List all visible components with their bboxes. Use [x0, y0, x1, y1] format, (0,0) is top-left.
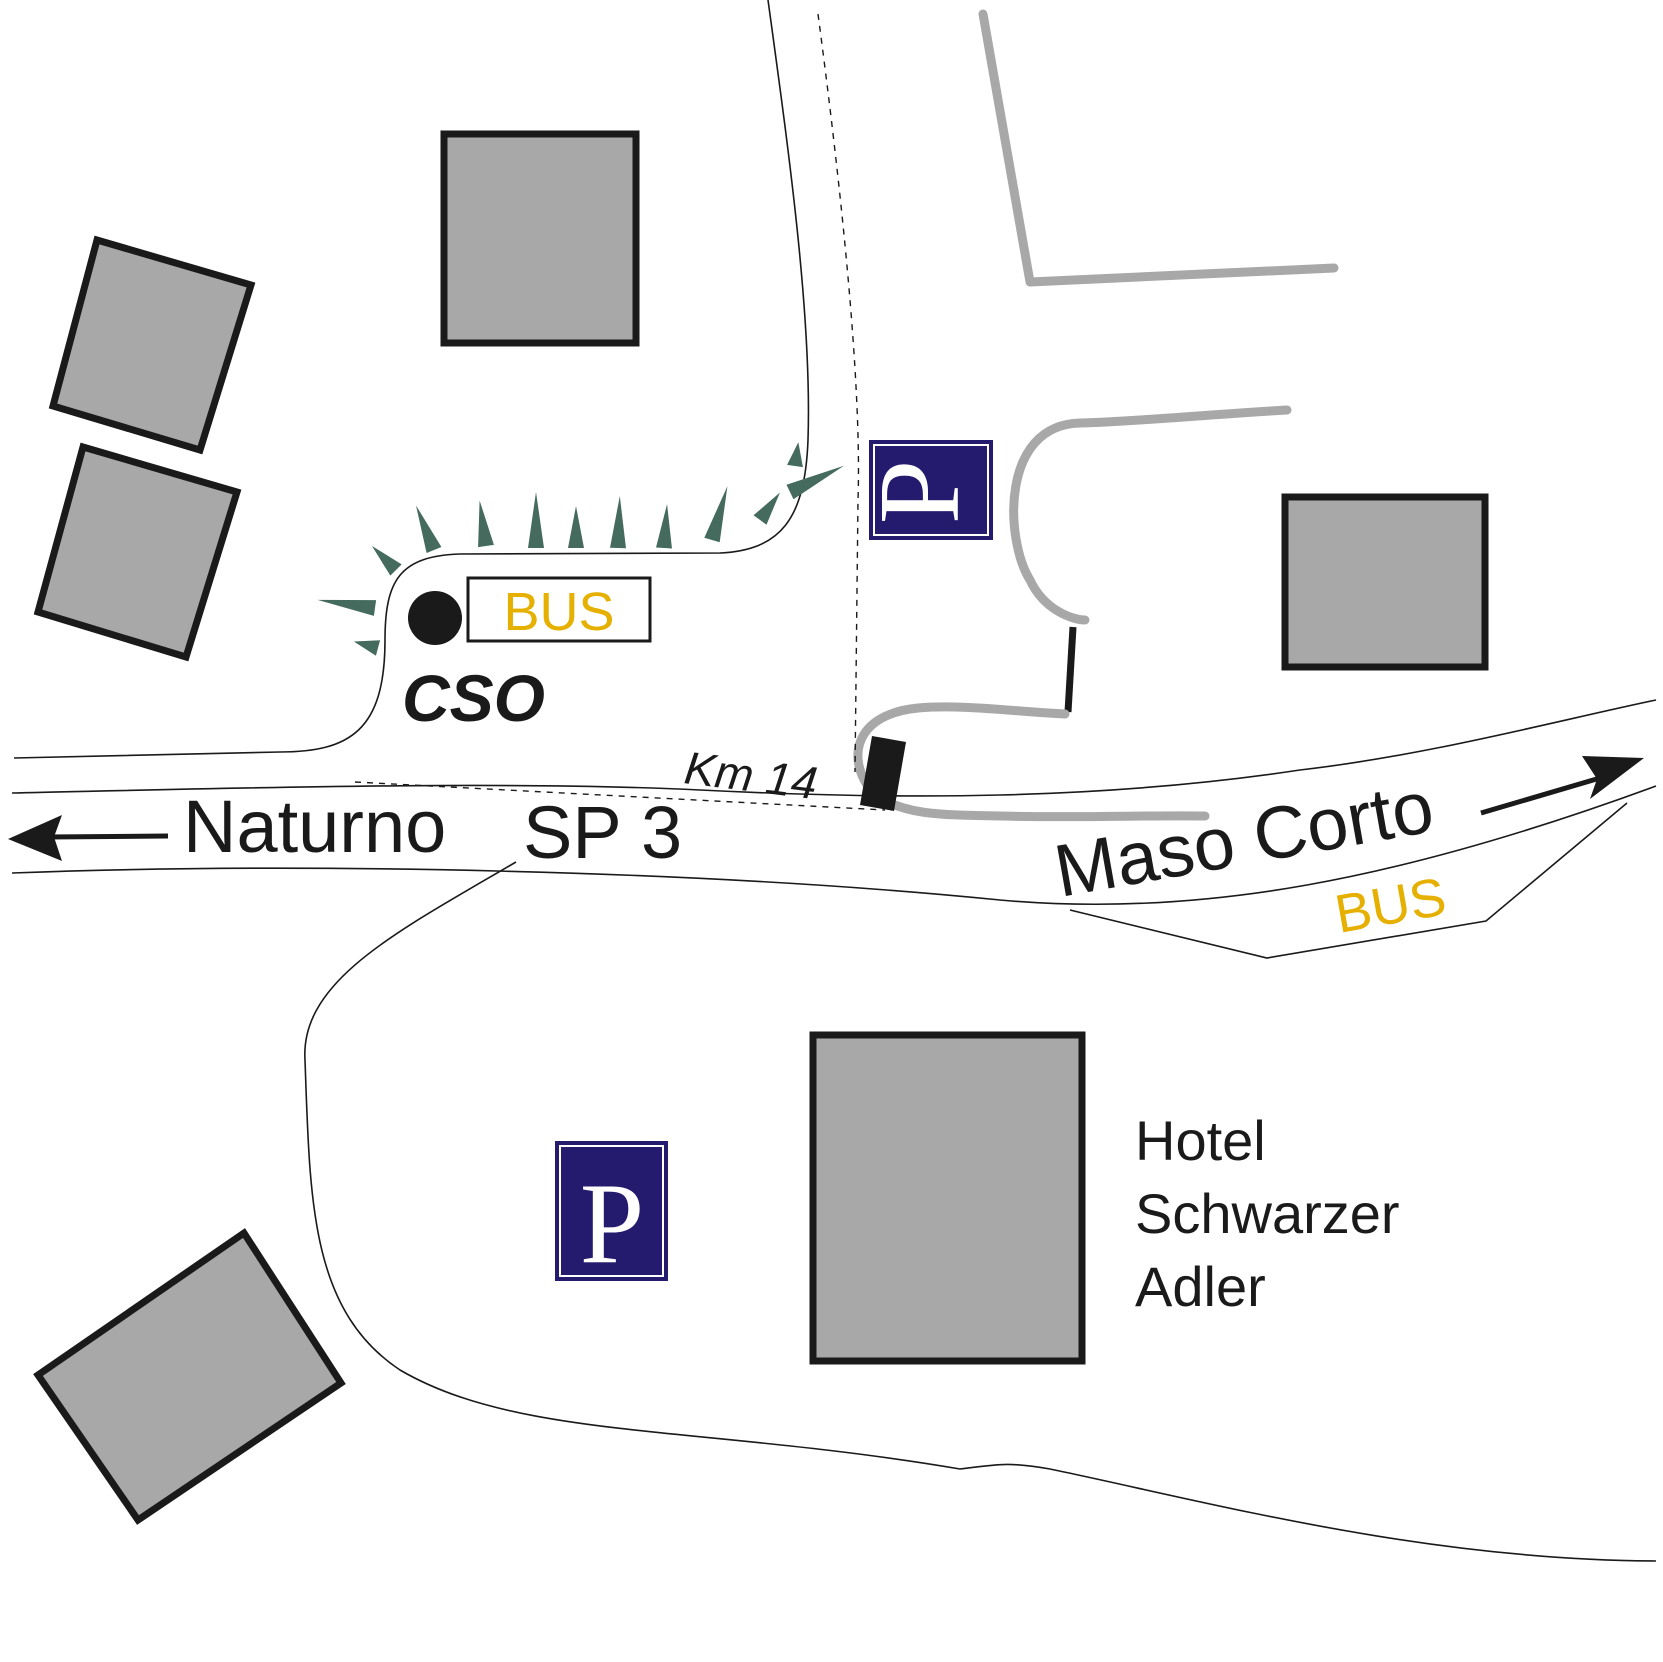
arrow-left-icon: [47, 833, 169, 840]
building-nw-upper: [48, 235, 256, 455]
km-marker-label: Km 14: [682, 741, 820, 809]
building-nw-lower: [33, 442, 242, 662]
hotel-label-line-2: Schwarzer: [1135, 1182, 1400, 1245]
road-centre-line: [354, 781, 886, 811]
hotel-label-line-1: Hotel: [1135, 1109, 1266, 1172]
building-east: [1281, 493, 1489, 671]
building-hotel: [809, 1031, 1086, 1365]
road-west-label: Naturno: [183, 785, 446, 868]
tree-icon: [656, 504, 672, 549]
road-number-label: SP 3: [523, 791, 682, 874]
tree-icon: [568, 506, 584, 548]
footpath-dashed-north: [817, 13, 860, 773]
tree-icon: [478, 500, 494, 548]
tree-icon: [610, 496, 626, 549]
tree-icon: [371, 545, 402, 576]
road-south-branch: [304, 861, 1657, 1562]
road-north-west-edge: [13, 0, 810, 759]
tree-icon: [704, 486, 728, 543]
building-sw: [33, 1228, 346, 1525]
tree-icon: [317, 599, 377, 616]
bus-stop-sign: [466, 576, 652, 643]
footpath-north: [978, 9, 1339, 287]
building-north: [440, 130, 640, 347]
footpath-east-curve: [1009, 405, 1292, 625]
tree-group: [317, 442, 844, 656]
parking-sign-north: P: [856, 440, 993, 540]
road-main-north-edge: [11, 699, 1657, 797]
parking-icon: P: [580, 1160, 645, 1288]
tree-icon: [528, 492, 544, 548]
arrow-left-head: [8, 815, 62, 861]
bus-stop-name: CSO: [402, 661, 545, 735]
km-marker-icon: [860, 736, 906, 811]
parking-icon: P: [856, 460, 984, 525]
arrow-right-head: [1582, 756, 1644, 799]
tree-icon: [786, 465, 844, 500]
bus-stop-bus-label: BUS: [503, 582, 614, 642]
road-bus-bay: [1069, 802, 1628, 959]
parking-sign-south: P: [555, 1141, 668, 1288]
tree-icon: [753, 492, 780, 525]
path-gate-post: [1064, 626, 1077, 713]
hotel-label-line-3: Adler: [1135, 1255, 1266, 1318]
bus-stop-icon: [408, 591, 462, 645]
tree-icon: [787, 442, 803, 468]
tree-icon: [353, 640, 381, 656]
road-main-south-edge: [11, 785, 1657, 906]
footpath-south-loop: [853, 702, 1210, 822]
tree-icon: [416, 505, 442, 553]
arrow-right-icon: [1480, 775, 1601, 816]
bus-bay-label: BUS: [1331, 866, 1451, 944]
